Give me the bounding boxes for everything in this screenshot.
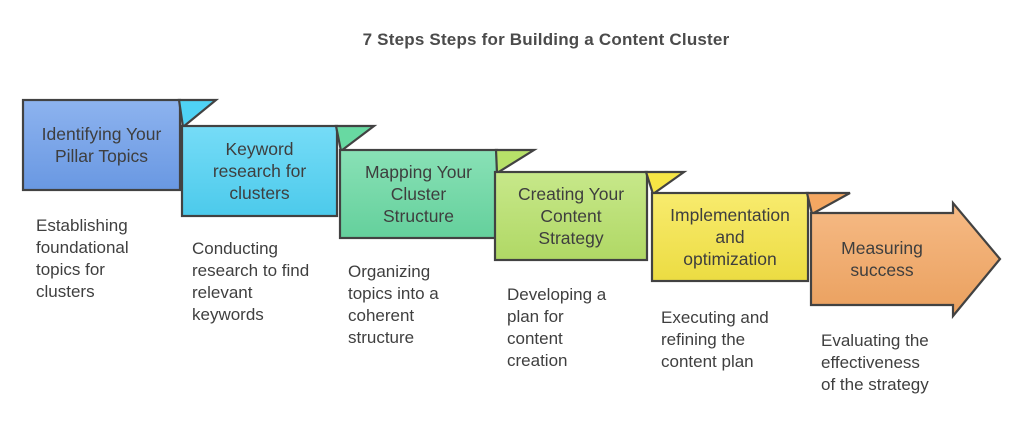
step-5-description: Executing and refining the content plan: [661, 308, 769, 371]
step-1-shape: [21, 98, 182, 192]
step-3-description: Organizing topics into a coherent struct…: [348, 262, 439, 347]
step-3-label: Mapping Your Cluster Structure: [364, 162, 473, 226]
step-2-description: Conducting research to find relevant key…: [192, 239, 310, 324]
step-1-description: Establishing foundational topics for clu…: [36, 216, 129, 301]
step-4-description: Developing a plan for content creation: [507, 285, 607, 370]
step-1-label: Identifying Your Pillar Topics: [41, 124, 162, 166]
step-5-label: Implementation and optimization: [670, 205, 790, 269]
step-5-fold: [644, 170, 688, 196]
diagram-title: 7 Steps Steps for Building a Content Clu…: [362, 30, 730, 49]
step-6-fold: [805, 191, 851, 216]
step-6-description: Evaluating the effectiveness of the stra…: [821, 331, 929, 394]
step-2-label: Keyword research for clusters: [212, 139, 307, 203]
step-6-label: Measuring success: [841, 238, 923, 280]
step-6-arrow-shape: [809, 199, 1002, 320]
step-4-label: Creating Your Content Strategy: [517, 184, 625, 248]
step-4-fold: [494, 148, 538, 175]
step-4-shape: [493, 170, 649, 262]
step-2-shape: [180, 124, 339, 218]
step-3-fold: [334, 124, 378, 153]
step-3-shape: [338, 148, 499, 240]
step-2-fold: [177, 98, 220, 130]
step-5-shape: [650, 191, 810, 283]
